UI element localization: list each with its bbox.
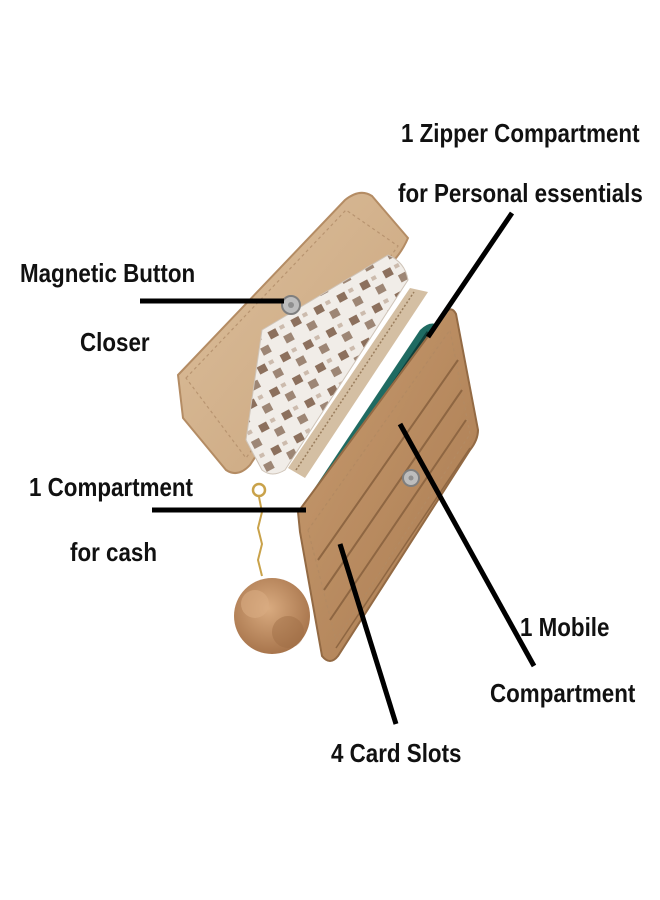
callout-card-slots: 4 Card Slots bbox=[331, 738, 462, 768]
leader-lines bbox=[140, 211, 537, 725]
wallet-front-body bbox=[296, 308, 480, 662]
pompom-icon bbox=[234, 578, 310, 654]
callout-magnetic-line1: Magnetic Button bbox=[20, 258, 196, 288]
inner-lining bbox=[245, 254, 409, 475]
keyring-icon bbox=[251, 482, 267, 577]
zipper-compartment bbox=[288, 288, 428, 478]
magnetic-button-front-icon bbox=[402, 469, 420, 487]
leader-line-zipper bbox=[425, 211, 515, 339]
callout-mobile-line2: Compartment bbox=[490, 678, 636, 708]
callout-magnetic-line2: Closer bbox=[80, 327, 150, 357]
leader-line-mobile bbox=[397, 422, 537, 668]
callout-cash-line2: for cash bbox=[70, 537, 157, 567]
magnetic-button-icon bbox=[281, 295, 301, 315]
callout-zipper-line1: 1 Zipper Compartment bbox=[401, 118, 640, 148]
leader-line-cards bbox=[337, 543, 399, 725]
callout-mobile-line1: 1 Mobile bbox=[520, 612, 610, 642]
callout-cash-line1: 1 Compartment bbox=[29, 472, 194, 502]
callout-zipper-line2: for Personal essentials bbox=[398, 178, 643, 208]
